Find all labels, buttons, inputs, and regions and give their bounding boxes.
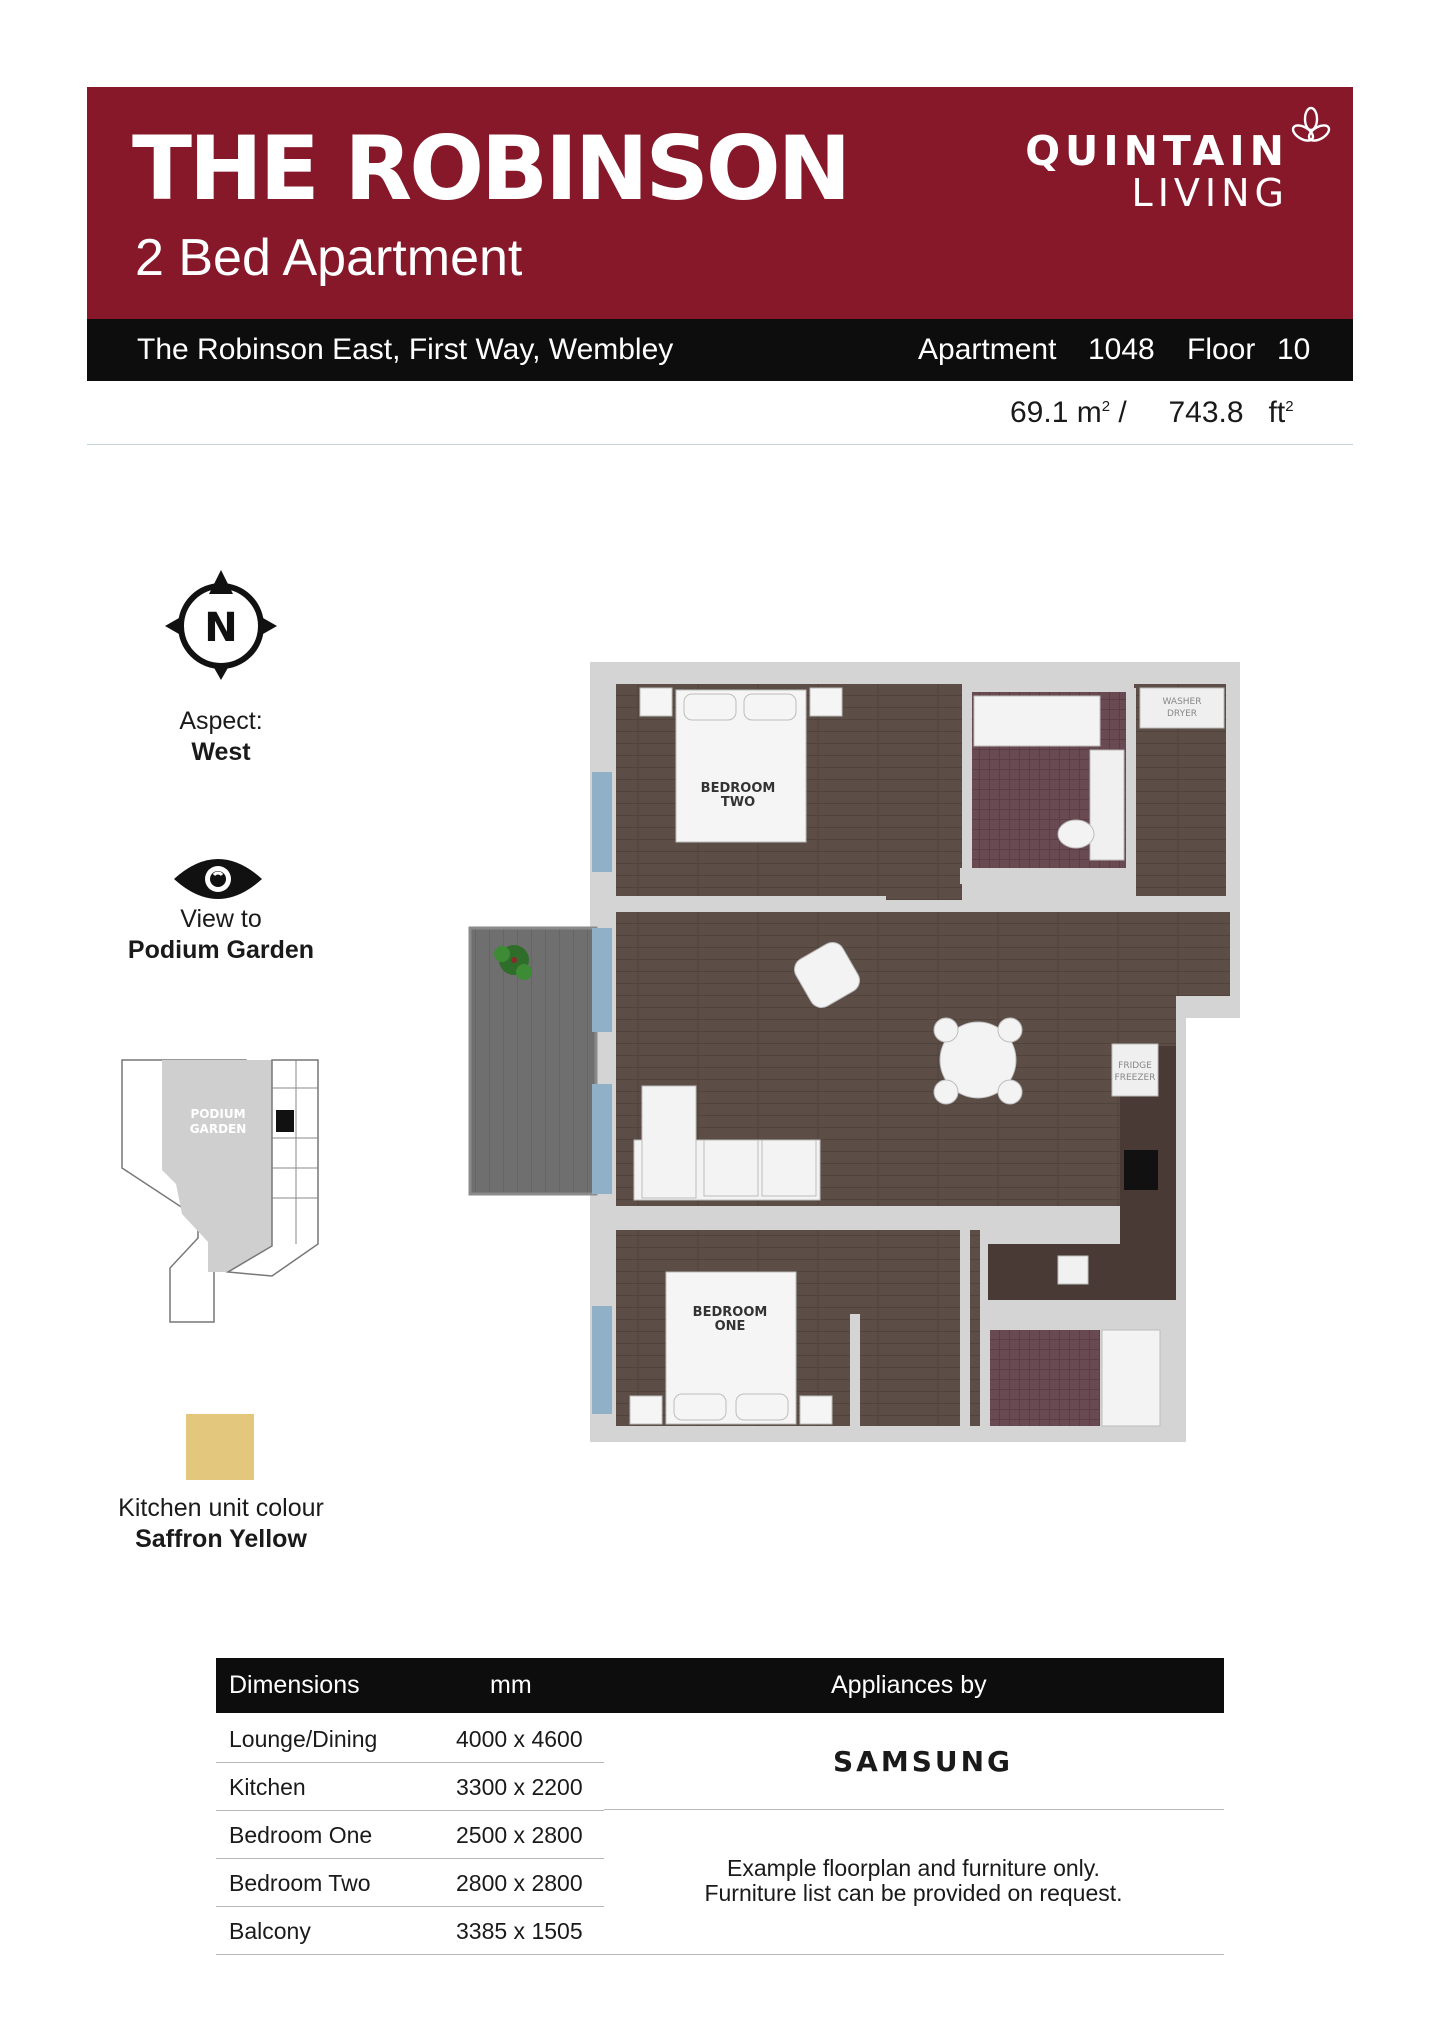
kitchen-colour-label: Kitchen unit colour bbox=[118, 1494, 324, 1522]
bed-two-icon bbox=[639, 687, 843, 843]
sofa-icon bbox=[633, 1085, 821, 1201]
disclaimer-note: Example floorplan and furniture only. Fu… bbox=[656, 1856, 1171, 1906]
bedroom-two-label-1: BEDROOM bbox=[701, 781, 776, 796]
washer-label-2: DRYER bbox=[1167, 709, 1197, 719]
appliance-brand-logo: SAMSUNG bbox=[833, 1745, 1014, 1778]
table-row: Bedroom One 2500 x 2800 bbox=[216, 1810, 604, 1859]
divider bbox=[604, 1809, 1224, 1810]
note-line-2: Furniture list can be provided on reques… bbox=[704, 1880, 1123, 1906]
compass-letter: N bbox=[204, 605, 237, 651]
bed-one-icon bbox=[629, 1271, 833, 1425]
view-value: Podium Garden bbox=[127, 936, 315, 964]
balcony-area bbox=[468, 926, 598, 1196]
toilet-icon bbox=[1057, 819, 1095, 849]
brand-logo-icon bbox=[1291, 106, 1331, 142]
room-size: 3300 x 2200 bbox=[456, 1774, 583, 1800]
address-bar: The Robinson East, First Way, Wembley Ap… bbox=[87, 319, 1353, 381]
dining-table-icon bbox=[933, 1017, 1023, 1105]
table-row: Lounge/Dining 4000 x 4600 bbox=[216, 1714, 604, 1763]
room-name: Bedroom Two bbox=[229, 1870, 371, 1896]
col-dimensions: Dimensions bbox=[229, 1671, 360, 1699]
fridge-label-2: FREEZER bbox=[1115, 1073, 1156, 1083]
page-subtitle: 2 Bed Apartment bbox=[135, 229, 523, 287]
compass-icon: N bbox=[165, 570, 277, 680]
aspect-value: West bbox=[191, 738, 251, 766]
fridge-label-1: FRIDGE bbox=[1118, 1061, 1152, 1071]
floor-plan: WASHER DRYER FRIDGE FREEZER BEDROOM TWO bbox=[468, 662, 1240, 1442]
room-size: 4000 x 4600 bbox=[456, 1726, 583, 1752]
note-line-1: Example floorplan and furniture only. bbox=[727, 1855, 1100, 1881]
floor-number: 10 bbox=[1277, 333, 1311, 366]
site-plan-thumbnail: PODIUM GARDEN bbox=[121, 1059, 319, 1323]
plant-icon bbox=[494, 945, 532, 980]
kitchen-colour-swatch bbox=[186, 1414, 254, 1480]
divider bbox=[87, 444, 1353, 445]
siteplan-label-1: PODIUM bbox=[190, 1107, 245, 1121]
area-m2-unit: m bbox=[1076, 396, 1102, 429]
area-ft2-unit: ft bbox=[1268, 396, 1286, 429]
siteplan-label-2: GARDEN bbox=[190, 1122, 247, 1136]
armchair-icon bbox=[794, 942, 860, 1008]
bath-icon bbox=[973, 695, 1101, 747]
room-name: Lounge/Dining bbox=[229, 1726, 378, 1752]
kitchen-colour-value: Saffron Yellow bbox=[135, 1525, 307, 1553]
aspect-label: Aspect: bbox=[179, 707, 263, 735]
kitchen-sink-icon bbox=[1057, 1255, 1089, 1285]
area-readout: 69.1 m2 / 743.8 ft2 bbox=[1010, 396, 1294, 430]
apartment-number: 1048 bbox=[1088, 333, 1155, 366]
bedroom-one-label-1: BEDROOM bbox=[693, 1305, 768, 1320]
room-size: 2500 x 2800 bbox=[456, 1822, 583, 1848]
washer-label-1: WASHER bbox=[1163, 697, 1202, 707]
col-units: mm bbox=[490, 1671, 532, 1699]
room-size: 3385 x 1505 bbox=[456, 1918, 583, 1944]
room-name: Kitchen bbox=[229, 1774, 306, 1800]
bedroom-two-label-2: TWO bbox=[721, 795, 755, 810]
area-ft2-value: 743.8 bbox=[1168, 396, 1244, 429]
header-banner: THE ROBINSON 2 Bed Apartment QUINTAIN LI… bbox=[87, 87, 1353, 319]
table-row: Kitchen 3300 x 2200 bbox=[216, 1762, 604, 1811]
address-text: The Robinson East, First Way, Wembley bbox=[137, 333, 674, 366]
page-title: THE ROBINSON bbox=[132, 117, 851, 220]
col-appliances: Appliances by bbox=[831, 1671, 987, 1699]
table-header: Dimensions mm Appliances by bbox=[216, 1658, 1224, 1713]
bedroom-one-label-2: ONE bbox=[715, 1319, 746, 1334]
area-separator: / bbox=[1118, 396, 1127, 429]
divider bbox=[604, 1954, 1224, 1955]
view-label: View to bbox=[180, 905, 262, 933]
room-name: Bedroom One bbox=[229, 1822, 373, 1848]
room-name: Balcony bbox=[229, 1918, 311, 1944]
vanity-icon bbox=[1089, 749, 1125, 861]
area-m2-value: 69.1 bbox=[1010, 396, 1069, 429]
table-row: Bedroom Two 2800 x 2800 bbox=[216, 1858, 604, 1907]
table-row: Balcony 3385 x 1505 bbox=[216, 1906, 604, 1955]
brand-name: QUINTAIN bbox=[1025, 127, 1289, 175]
brand-subname: LIVING bbox=[1131, 171, 1289, 215]
area-m2-sup: 2 bbox=[1101, 398, 1111, 415]
area-ft2-sup: 2 bbox=[1285, 398, 1294, 415]
floor-label: Floor bbox=[1187, 333, 1256, 366]
room-size: 2800 x 2800 bbox=[456, 1870, 583, 1896]
washer-dryer-icon bbox=[1139, 687, 1225, 729]
eye-icon bbox=[174, 859, 262, 899]
fridge-freezer-icon bbox=[1111, 1043, 1159, 1097]
apartment-label: Apartment bbox=[918, 333, 1057, 366]
hob-icon bbox=[1124, 1150, 1158, 1190]
